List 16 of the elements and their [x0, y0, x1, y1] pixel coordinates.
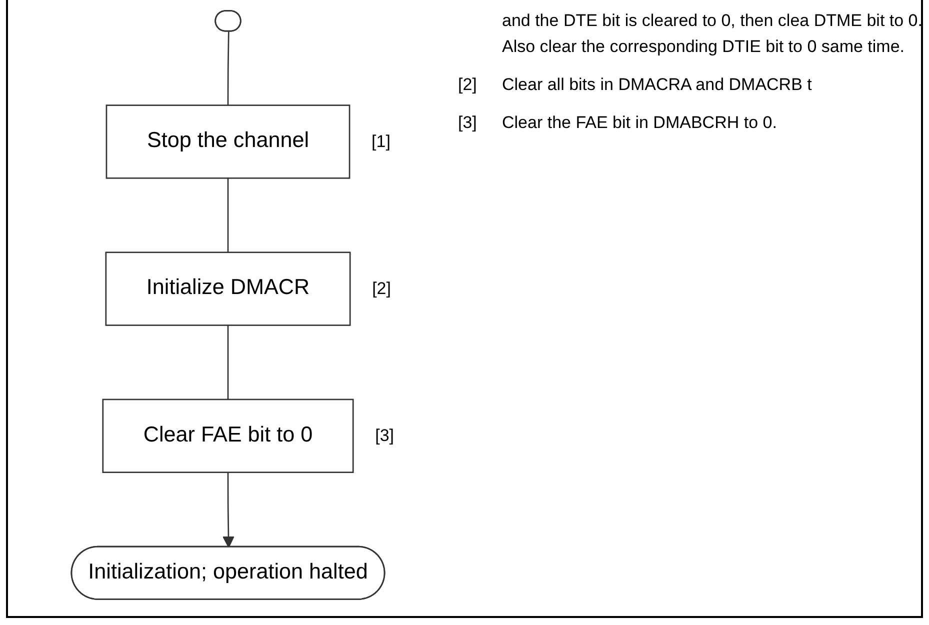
arrow: [222, 472, 234, 548]
node-box: Initialize DMACR: [105, 252, 351, 326]
note-text: Clear all bits in DMACRA and DMACRB t: [502, 74, 812, 96]
connector: [227, 325, 229, 400]
callout-number: [3]: [375, 426, 394, 446]
connector: [227, 178, 229, 252]
note-text: Clear the FAE bit in DMABCRH to 0.: [502, 112, 777, 134]
callout-number: [2]: [458, 74, 478, 96]
connector: [227, 32, 230, 106]
callout-number: [3]: [458, 112, 478, 134]
node-box: Clear FAE bit to 0: [102, 398, 354, 474]
note-text: Also clear the corresponding DTIE bit to 0 same time.: [502, 36, 906, 58]
callout-number: [1]: [372, 132, 390, 152]
note-text: and the DTE bit is cleared to 0, then clea DTME bit to 0.: [502, 10, 924, 32]
node-box: Stop the channel: [106, 104, 350, 179]
callout-number: [2]: [372, 278, 391, 299]
